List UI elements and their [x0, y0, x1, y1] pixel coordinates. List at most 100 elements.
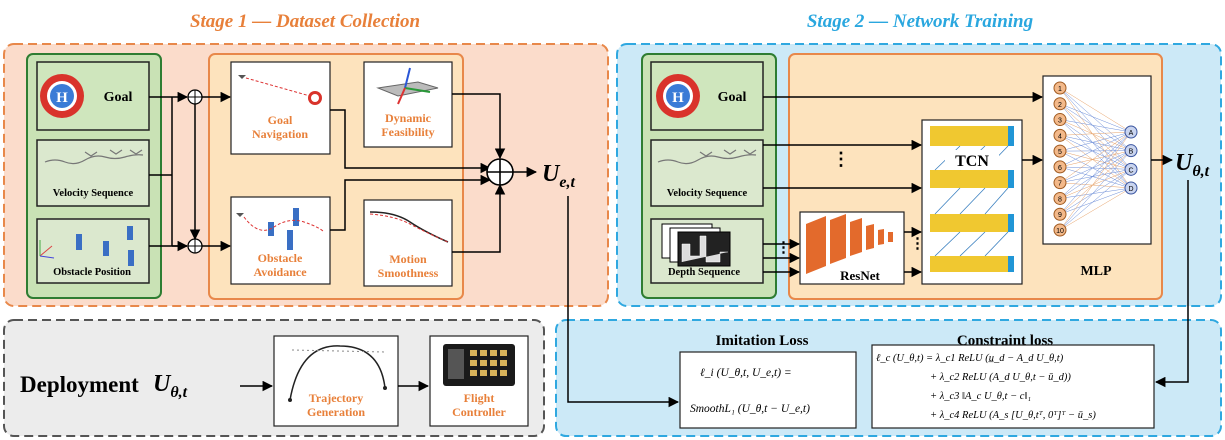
constraint-loss-box [871, 344, 1155, 429]
ellipsis-resnet: ⋮ [910, 236, 925, 252]
mlp-edge [1059, 169, 1132, 183]
goal-label: Goal [104, 90, 133, 105]
depth-images-icon [661, 223, 731, 267]
mlp-edge [1059, 169, 1132, 199]
flight-controller-icon [443, 344, 515, 386]
mlp-edge [1059, 131, 1132, 199]
mlp-edge [1059, 150, 1132, 189]
obstacle-avoidance-icon [236, 208, 325, 250]
mlp-edge [1059, 87, 1132, 133]
velocity-label-2: Velocity Sequence [667, 188, 748, 199]
ellipsis-velocity: ⋮ [832, 149, 850, 169]
helipad-icon: H [40, 74, 84, 118]
mlp-edge [1059, 150, 1132, 168]
goal-navigation-icon [238, 75, 322, 105]
drone-trail-icon-2 [657, 149, 757, 165]
mlp-input-node [1053, 81, 1067, 95]
imitation-loss-box [679, 351, 857, 429]
deployment-u-theta: Uθ,t [153, 371, 188, 401]
mlp-edge [1059, 131, 1132, 231]
imitation-loss-title: Imitation Loss [716, 333, 809, 349]
mlp-output-node-label: B [1129, 149, 1134, 156]
velocity-label: Velocity Sequence [53, 188, 134, 199]
mlp-input-node [1053, 144, 1067, 158]
mlp-input-node [1053, 176, 1067, 190]
plus-junction-bottom [187, 238, 203, 254]
mlp-input-node [1053, 160, 1067, 174]
resnet-layers-graphic [806, 214, 893, 274]
velocity-input-box [36, 139, 150, 207]
motion-label-1: Motion [389, 252, 427, 266]
mlp-output-node-label: C [1128, 167, 1133, 174]
mlp-edge [1059, 150, 1132, 170]
obstacles-icon [39, 226, 134, 266]
mlp-output-node [1124, 162, 1138, 176]
deployment-title: Deployment [20, 372, 139, 397]
resnet-label: ResNet [840, 268, 880, 283]
stage1-title: Stage 1 — Dataset Collection [190, 11, 420, 32]
stage2-title: Stage 2 — Network Training [807, 11, 1033, 32]
obstacle-avoidance-box [230, 196, 331, 285]
fc-label-1: Flight [464, 391, 495, 405]
mlp-input-node-label: 6 [1058, 165, 1062, 172]
output-u-e: Ue,t [542, 161, 575, 191]
mlp-input-node [1053, 113, 1067, 127]
mlp-edge [1059, 131, 1132, 168]
constraint-eq-4: + λ_c4 ReLU (A_s [U_θ,tᵀ, 0ᵀ]ᵀ − ū_s) [930, 410, 1096, 421]
svg-text:H: H [672, 90, 684, 106]
big-sum-junction [486, 158, 514, 186]
smooth-curve-icon [369, 211, 449, 243]
mlp-edge [1059, 150, 1132, 183]
mlp-edge [1059, 131, 1132, 183]
helipad-icon-2: H [656, 74, 700, 118]
mlp-edge [1059, 103, 1132, 133]
plus-junction-top [187, 89, 203, 105]
depth-label: Depth Sequence [668, 267, 740, 278]
mlp-input-node [1053, 223, 1067, 237]
velocity-input-box-2 [650, 139, 764, 207]
imitation-eq-2: SmoothL₁ (U_θ,t − U_e,t) [690, 403, 810, 415]
mlp-edge [1059, 187, 1132, 215]
obstacle-avoid-label-2: Avoidance [253, 265, 307, 279]
tcn-graphic [930, 126, 1014, 272]
stage2-connectors [763, 91, 1174, 278]
fc-label-2: Controller [452, 405, 506, 419]
mlp-edge [1059, 150, 1132, 215]
dynamic-label-1: Dynamic [385, 111, 432, 125]
trajectory-curve-icon [288, 345, 387, 402]
mlp-label: MLP [1080, 264, 1112, 279]
mlp-edge [1059, 150, 1132, 231]
obstacle-avoid-label-1: Obstacle [258, 251, 303, 265]
motion-smoothness-box [363, 199, 453, 287]
mlp-edge [1059, 166, 1132, 170]
mlp-input-node-label: 7 [1058, 181, 1062, 188]
mlp-input-node-label: 9 [1058, 212, 1062, 219]
imitation-eq-1: ℓ_i (U_θ,t, U_e,t) = [700, 367, 792, 379]
tcn-label: TCN [955, 153, 989, 170]
motion-label-2: Smoothness [378, 266, 439, 280]
goal-nav-label-2: Navigation [252, 127, 308, 141]
obstacle-label: Obstacle Position [53, 267, 131, 278]
mlp-output-node [1124, 144, 1138, 158]
mlp-input-node [1053, 207, 1067, 221]
constraint-eq-2: + λ_c2 ReLU (A_d U_θ,t − ū_d)) [930, 372, 1071, 383]
mlp-edge [1059, 169, 1132, 231]
mlp-input-node-label: 1 [1058, 86, 1062, 93]
mlp-edge [1059, 131, 1132, 152]
mlp-input-node [1053, 97, 1067, 111]
mlp-output-node [1124, 181, 1138, 195]
goal-nav-label-1: Goal [268, 113, 293, 127]
mlp-edge [1059, 182, 1132, 189]
mlp-edge [1059, 131, 1132, 136]
mlp-edge [1059, 150, 1132, 199]
tcn-label-bg [945, 150, 999, 170]
mlp-input-node [1053, 128, 1067, 142]
ellipsis-depth: ⋮ [776, 240, 791, 256]
constraint-eq-1: ℓ_c (U_θ,t) = λ_c1 ReLU (u̲_d − A_d U_θ,… [876, 353, 1064, 364]
traj-label-1: Trajectory [309, 391, 363, 405]
mlp-edge [1059, 169, 1132, 215]
mlp-output-node-label: D [1128, 186, 1133, 193]
mlp-input-node-label: 4 [1058, 133, 1062, 140]
